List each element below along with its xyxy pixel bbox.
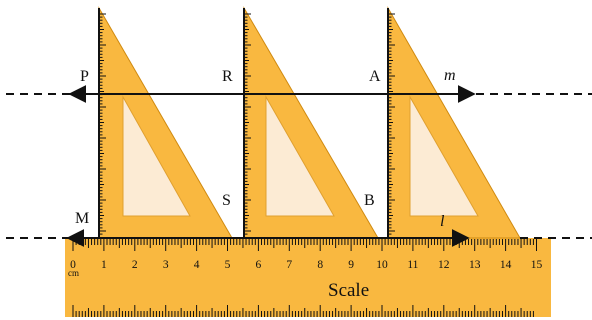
ruler-number: 3 [163,259,169,271]
label-line-l: l [440,213,445,230]
ruler-bottom-ticks [72,305,534,317]
label-point-p: P [80,68,89,85]
ruler-number: 9 [348,259,354,271]
ruler-number: 15 [531,259,543,271]
ruler-number: 13 [469,259,481,271]
label-line-m: m [444,67,456,84]
label-point-b: B [364,192,375,209]
ruler-number: 11 [407,259,418,271]
ruler-number: 10 [376,259,388,271]
ruler-number: 4 [194,259,200,271]
ruler-unit-label: cm [68,268,79,278]
label-point-r: R [222,68,233,85]
ruler-number: 14 [500,259,512,271]
label-point-a: A [369,68,381,85]
ruler-number: 1 [101,259,107,271]
set-square-1-cutout [122,95,191,217]
ruler-number: 7 [286,259,292,271]
set-square-1 [98,6,233,239]
ruler-body [65,238,551,317]
label-point-m: M [75,210,89,227]
set-square-2 [243,6,379,239]
ruler-number: 6 [256,259,262,271]
ruler-number: 5 [225,259,231,271]
set-square-3-cutout [409,95,479,217]
ruler-number: 8 [317,259,323,271]
set-square-2-cutout [265,95,335,217]
set-square-3 [387,6,521,239]
ruler-scale-label: Scale [328,280,369,301]
ruler-number: 0 [70,259,76,271]
label-point-s: S [222,192,231,209]
set-square-3-edge-ticks [387,8,395,238]
ruler-number: 2 [132,259,138,271]
ruler-number: 12 [438,259,450,271]
